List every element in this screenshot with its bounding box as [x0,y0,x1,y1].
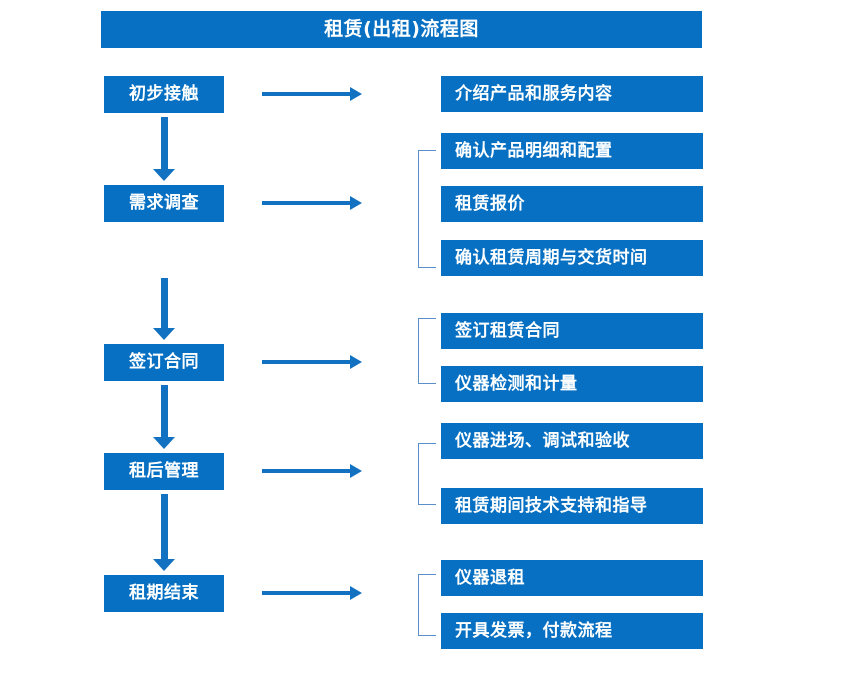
diagram-title: 租赁(出租)流程图 [101,11,702,48]
arrow-shaft [262,591,351,595]
arrow-head [153,437,175,449]
arrow-head [350,586,362,600]
stage-box-1[interactable]: 初步接触 [104,76,224,113]
arrow-shaft [262,92,351,96]
detail-box-2-1[interactable]: 确认产品明细和配置 [441,133,703,169]
arrow-shaft [161,117,168,169]
arrow-shaft [161,494,168,559]
detail-box-3-1[interactable]: 签订租赁合同 [441,313,703,349]
arrow-head [350,196,362,210]
group-bracket-3 [418,318,436,384]
detail-box-2-2[interactable]: 租赁报价 [441,186,703,222]
detail-box-4-1[interactable]: 仪器进场、调试和验收 [441,423,703,459]
horizontal-arrow-3 [262,355,362,369]
vertical-arrow-3-4 [153,385,175,449]
stage-box-5[interactable]: 租期结束 [104,575,224,612]
detail-box-2-3[interactable]: 确认租赁周期与交货时间 [441,240,703,276]
detail-box-4-2[interactable]: 租赁期间技术支持和指导 [441,488,703,524]
horizontal-arrow-4 [262,464,362,478]
arrow-head [153,328,175,340]
arrow-shaft [262,201,351,205]
detail-box-5-1[interactable]: 仪器退租 [441,560,703,596]
arrow-head [350,87,362,101]
group-bracket-2 [418,150,436,268]
arrow-shaft [161,278,168,328]
group-bracket-5 [418,574,436,636]
arrow-head [153,559,175,571]
vertical-arrow-4-5 [153,494,175,571]
group-bracket-4 [418,443,436,505]
arrow-shaft [262,469,351,473]
detail-box-5-2[interactable]: 开具发票，付款流程 [441,613,703,649]
vertical-arrow-1-2 [153,117,175,181]
arrow-head [350,464,362,478]
arrow-shaft [262,360,351,364]
horizontal-arrow-2 [262,196,362,210]
arrow-head [350,355,362,369]
horizontal-arrow-1 [262,87,362,101]
stage-box-3[interactable]: 签订合同 [104,344,224,381]
stage-box-2[interactable]: 需求调查 [104,185,224,222]
arrow-head [153,169,175,181]
horizontal-arrow-5 [262,586,362,600]
detail-box-1-1[interactable]: 介绍产品和服务内容 [441,76,703,112]
arrow-shaft [161,385,168,437]
vertical-arrow-2-3 [153,278,175,340]
stage-box-4[interactable]: 租后管理 [104,453,224,490]
detail-box-3-2[interactable]: 仪器检测和计量 [441,366,703,402]
